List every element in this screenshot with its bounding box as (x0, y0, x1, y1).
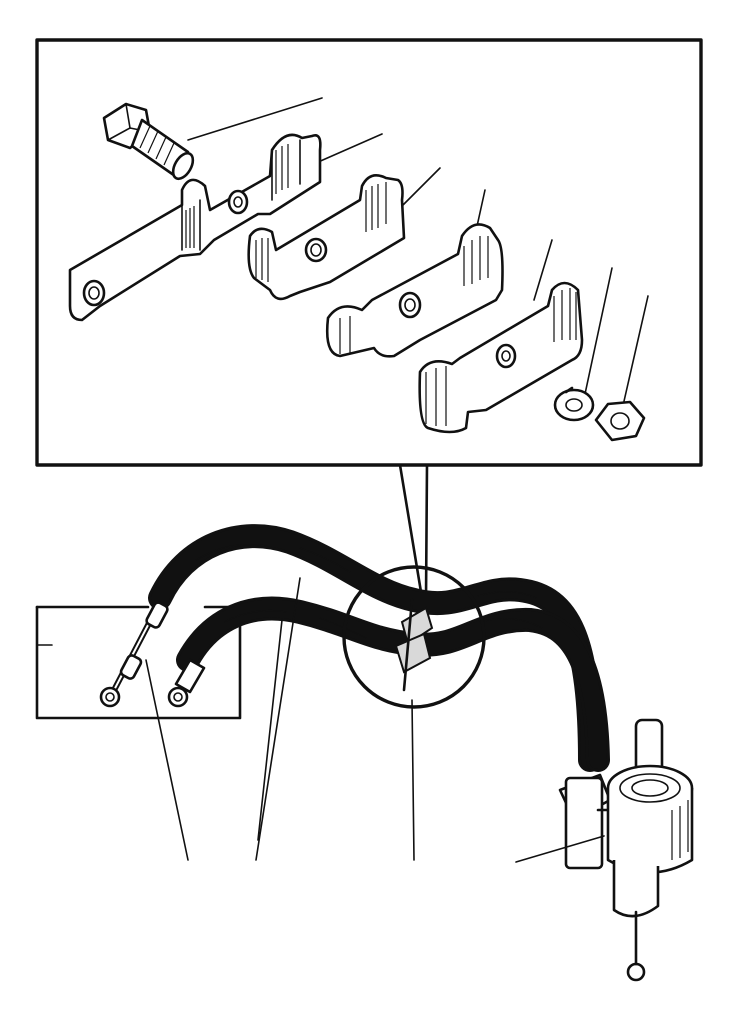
pump-icon (558, 718, 694, 982)
strap-icon (68, 133, 322, 322)
clamp-icon (325, 223, 504, 358)
washer-icon (553, 386, 595, 422)
hex-bolt-icon (102, 102, 195, 181)
detail-box (35, 38, 703, 600)
nut-icon (594, 400, 646, 442)
clamp-icon (418, 281, 584, 434)
pipe-icon (99, 601, 206, 708)
clamp-icon (247, 174, 406, 301)
assembly-leader-lines (145, 577, 605, 863)
hose-icon (148, 524, 610, 772)
clamp-assembly-callout (342, 565, 486, 709)
